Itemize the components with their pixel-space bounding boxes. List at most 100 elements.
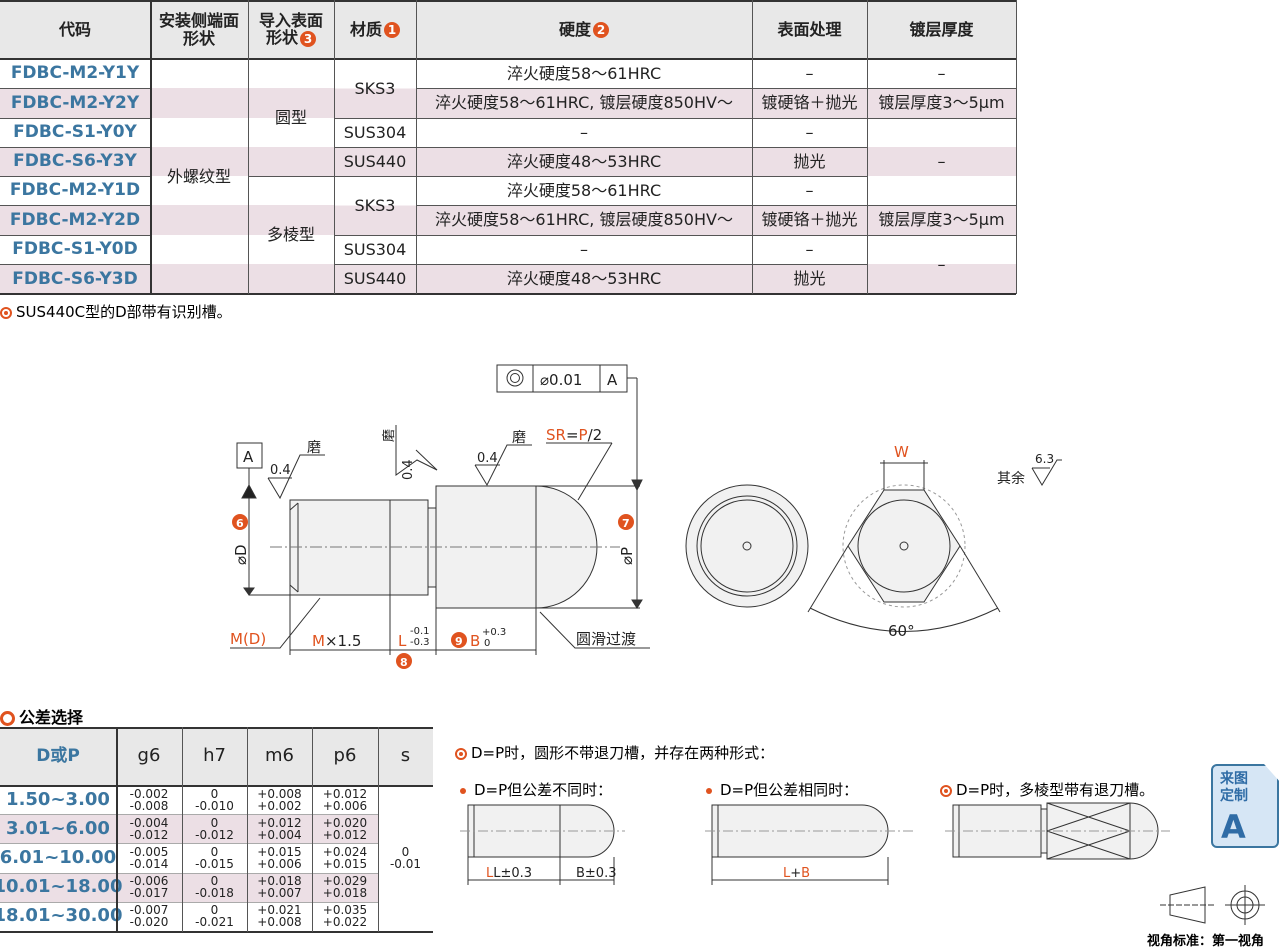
material-cell: SKS3 <box>334 59 416 118</box>
bullet-icon <box>0 711 15 726</box>
l-pm-label: LL±0.3 <box>486 866 532 881</box>
note-badge: 1 <box>384 21 400 38</box>
surface-cell: 抛光 <box>793 151 826 171</box>
l-tol-lower: -0.3 <box>410 637 430 648</box>
tolerance-value: +0.012 <box>322 786 368 801</box>
bullet-icon <box>0 306 12 319</box>
l-plus-b-label: L+B <box>783 866 810 881</box>
same-tol-note: D=P但公差相同时： <box>706 779 858 800</box>
tolerance-value: +0.004 <box>257 827 302 842</box>
bullet-icon <box>460 787 466 794</box>
header-end-shape: 安装侧端面形状 <box>150 0 248 59</box>
header-surface: 表面处理 <box>777 19 842 39</box>
note-badge: 7 <box>622 517 630 530</box>
header-text: 安装侧端面 <box>158 10 239 30</box>
range-cell: 6.01~10.00 <box>0 846 117 868</box>
roughness-value: 0.4 <box>401 459 416 480</box>
surface-cell: – <box>805 63 814 83</box>
material-cell: SUS304 <box>343 239 407 259</box>
roughness-value: 6.3 <box>1035 452 1054 466</box>
header-h7: h7 <box>203 745 226 767</box>
hardness-cell: 淬火硬度48～53HRC <box>506 269 662 289</box>
tolerance-value: +0.018 <box>322 886 368 901</box>
dp-note: D=P时，圆形不带退刀槽，并存在两种形式： <box>455 742 774 763</box>
p6-tolerance-cell: +0.020+0.012 <box>312 814 378 843</box>
header-m6: m6 <box>265 745 294 767</box>
hardness-cell: – <box>580 122 588 142</box>
variant-drawings: LL±0.3 B±0.3 L+B <box>460 802 1265 925</box>
surface-cell: – <box>805 180 814 200</box>
title-text: 公差选择 <box>19 708 84 727</box>
grind-label: 磨 <box>512 430 526 446</box>
pin-polygon <box>945 802 1170 860</box>
header-code: 代码 <box>58 19 91 39</box>
m6-tolerance-cell: +0.018+0.007 <box>247 873 312 902</box>
h7-tolerance-cell: 0-0.018 <box>182 873 247 902</box>
bullet-icon <box>455 747 467 760</box>
sr-label: SR=P/2 <box>546 426 602 444</box>
s-tolerance-cell: 0-0.01 <box>389 845 422 871</box>
code-cell: FDBC-S6-Y3Y <box>13 151 137 172</box>
b-tol-upper: +0.3 <box>482 627 506 638</box>
bullet-icon <box>706 787 712 794</box>
header-bg <box>0 0 1016 59</box>
end-shape-cell: 外螺纹型 <box>166 166 231 186</box>
p6-tolerance-cell: +0.012+0.006 <box>312 785 378 814</box>
surface-cell: 镀硬铬＋抛光 <box>761 93 858 113</box>
tolerance-value: +0.021 <box>257 903 302 918</box>
tolerance-value: 0 <box>210 815 219 830</box>
g6-tolerance-cell: -0.002-0.008 <box>116 785 182 814</box>
code-cell: FDBC-M2-Y1Y <box>10 63 140 84</box>
surface-cell: – <box>805 239 814 259</box>
rest-label: 其余 <box>997 470 1025 487</box>
footnote: SUS440C型的D部带有识别槽。 <box>0 301 232 322</box>
g6-tolerance-cell: -0.004-0.012 <box>116 814 182 843</box>
diff-tol-note: D=P但公差不同时： <box>460 779 612 800</box>
tolerance-value: -0.020 <box>129 915 169 930</box>
b-pm-label: B±0.3 <box>576 866 617 881</box>
tolerance-value: -0.008 <box>129 798 169 813</box>
material-cell: SUS440 <box>334 147 416 176</box>
tolerance-value: +0.020 <box>322 815 368 830</box>
h7-tolerance-cell: 0-0.021 <box>182 902 247 931</box>
code-cell: FDBC-M2-Y2D <box>9 209 141 230</box>
hardness-cell: 淬火硬度58～61HRC, 镀层硬度850HV～ <box>435 210 733 230</box>
header-p6: p6 <box>333 745 357 767</box>
header-text: 硬度 <box>558 19 591 39</box>
hardness-cell: 淬火硬度48～53HRC <box>506 151 662 171</box>
tolerance-value: +0.022 <box>322 915 368 930</box>
b-tol-lower: 0 <box>484 638 490 649</box>
tolerance-value: -0.018 <box>195 886 234 901</box>
h7-tolerance-cell: 0-0.010 <box>182 785 247 814</box>
hardness-cell: 淬火硬度58～61HRC <box>506 63 662 83</box>
view-standard: 视角标准：第一视角 <box>1147 934 1265 949</box>
roughness-value: 0.4 <box>477 451 498 466</box>
tolerance-value: -0.021 <box>195 915 234 930</box>
tolerance-value: -0.010 <box>195 798 234 813</box>
tolerance-value: +0.006 <box>322 798 368 813</box>
header-s: s <box>400 745 411 767</box>
tolerance-value: -0.005 <box>129 844 169 859</box>
pin-side-view <box>270 485 620 609</box>
code-cell: FDBC-M2-Y1D <box>9 180 141 201</box>
dia-p-label: ⌀P <box>618 547 636 565</box>
tolerance-value: +0.008 <box>257 915 302 930</box>
g6-tolerance-cell: -0.006-0.017 <box>116 873 182 902</box>
code-cell: FDBC-S1-Y0Y <box>13 122 137 143</box>
l-label: L <box>398 632 407 650</box>
coating-cell: 镀层厚度3～5μm <box>878 93 1005 113</box>
tolerance-value: +0.015 <box>322 856 368 871</box>
tolerance-value: +0.024 <box>322 844 368 859</box>
surface-cell: – <box>805 122 814 142</box>
hardness-cell: – <box>580 239 588 259</box>
custom-order-badge[interactable]: 来图定制 A <box>1211 764 1279 848</box>
l-tol-upper: -0.1 <box>410 626 430 637</box>
geometric-tolerance-frame: ⌀0.01 A <box>496 364 643 492</box>
coating-cell: – <box>937 254 946 274</box>
tolerance-value: +0.008 <box>257 786 302 801</box>
angle-label: 60° <box>888 622 915 640</box>
range-cell: 3.01~6.00 <box>6 817 110 839</box>
tolerance-value: +0.029 <box>322 874 368 889</box>
